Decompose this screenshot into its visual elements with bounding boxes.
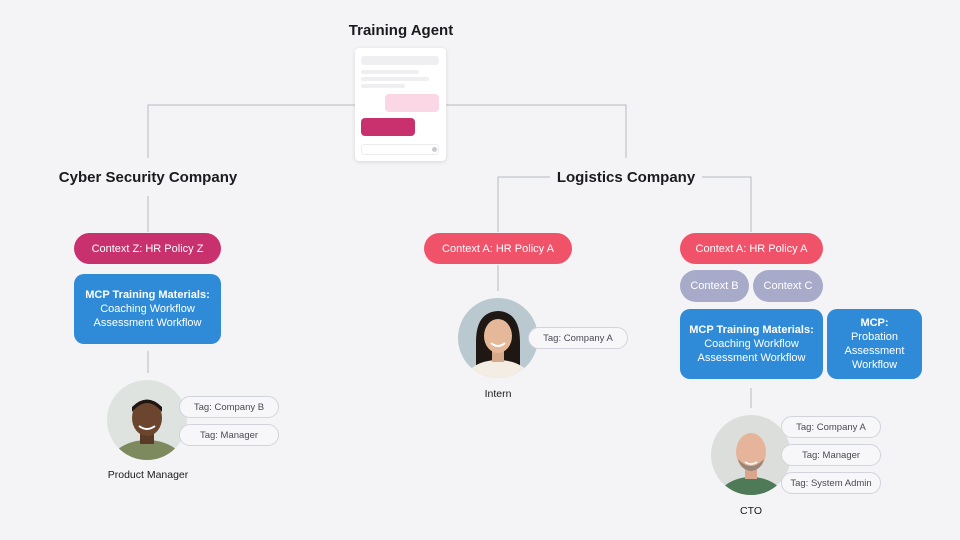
mcp-line: Assessment bbox=[844, 345, 905, 357]
chat-placeholder-line bbox=[361, 77, 429, 81]
chat-bubble-outgoing bbox=[385, 94, 439, 112]
cyber-mcp-training-materials: MCP Training Materials: Coaching Workflo… bbox=[74, 274, 221, 344]
materials-line: Assessment Workflow bbox=[697, 352, 806, 364]
connector-agent-cyber bbox=[147, 104, 355, 158]
connector-agent-logistics bbox=[446, 104, 627, 158]
tag-company-a: Tag: Company A bbox=[528, 327, 628, 349]
avatar-intern bbox=[458, 298, 538, 378]
context-c: Context C bbox=[753, 270, 823, 302]
tag-manager: Tag: Manager bbox=[781, 444, 881, 466]
training-agent-title: Training Agent bbox=[348, 22, 454, 39]
mcp-probation-assessment-workflow: MCP: Probation Assessment Workflow bbox=[827, 309, 922, 379]
chat-placeholder-header bbox=[361, 56, 439, 65]
mcp-line: Probation bbox=[850, 331, 899, 343]
send-icon bbox=[432, 147, 437, 152]
avatar-cto bbox=[711, 415, 791, 495]
materials-line: Coaching Workflow bbox=[704, 338, 799, 350]
chat-placeholder-line bbox=[361, 70, 419, 74]
materials-line: Coaching Workflow bbox=[100, 303, 195, 315]
cyber-company-title: Cyber Security Company bbox=[58, 169, 238, 186]
materials-line: Assessment Workflow bbox=[93, 317, 202, 329]
role-intern: Intern bbox=[484, 388, 512, 400]
chat-placeholder-line bbox=[361, 84, 405, 88]
logistics-company-title: Logistics Company bbox=[556, 169, 696, 186]
tag-company-b: Tag: Company B bbox=[179, 396, 279, 418]
chat-input-field bbox=[361, 144, 439, 155]
connector-logistics-right bbox=[702, 176, 752, 232]
training-agent-chat-card bbox=[355, 48, 446, 161]
materials-heading: MCP Training Materials: bbox=[689, 324, 814, 336]
mcp-heading: MCP: bbox=[860, 317, 889, 329]
materials-heading: MCP Training Materials: bbox=[85, 289, 210, 301]
logistics-right-context-hr-policy-a: Context A: HR Policy A bbox=[680, 233, 823, 264]
logistics-left-context-hr-policy-a: Context A: HR Policy A bbox=[424, 233, 572, 264]
mcp-line: Workflow bbox=[851, 359, 898, 371]
avatar-product-manager bbox=[107, 380, 187, 460]
tag-company-a: Tag: Company A bbox=[781, 416, 881, 438]
context-b: Context B bbox=[680, 270, 749, 302]
connector-logistics-left bbox=[497, 176, 550, 232]
tag-manager: Tag: Manager bbox=[179, 424, 279, 446]
chat-bubble-incoming bbox=[361, 118, 415, 136]
tag-system-admin: Tag: System Admin bbox=[781, 472, 881, 494]
logistics-mcp-training-materials: MCP Training Materials: Coaching Workflo… bbox=[680, 309, 823, 379]
role-product-manager: Product Manager bbox=[107, 469, 189, 481]
role-cto: CTO bbox=[740, 505, 762, 517]
cyber-context-hr-policy-z: Context Z: HR Policy Z bbox=[74, 233, 221, 264]
